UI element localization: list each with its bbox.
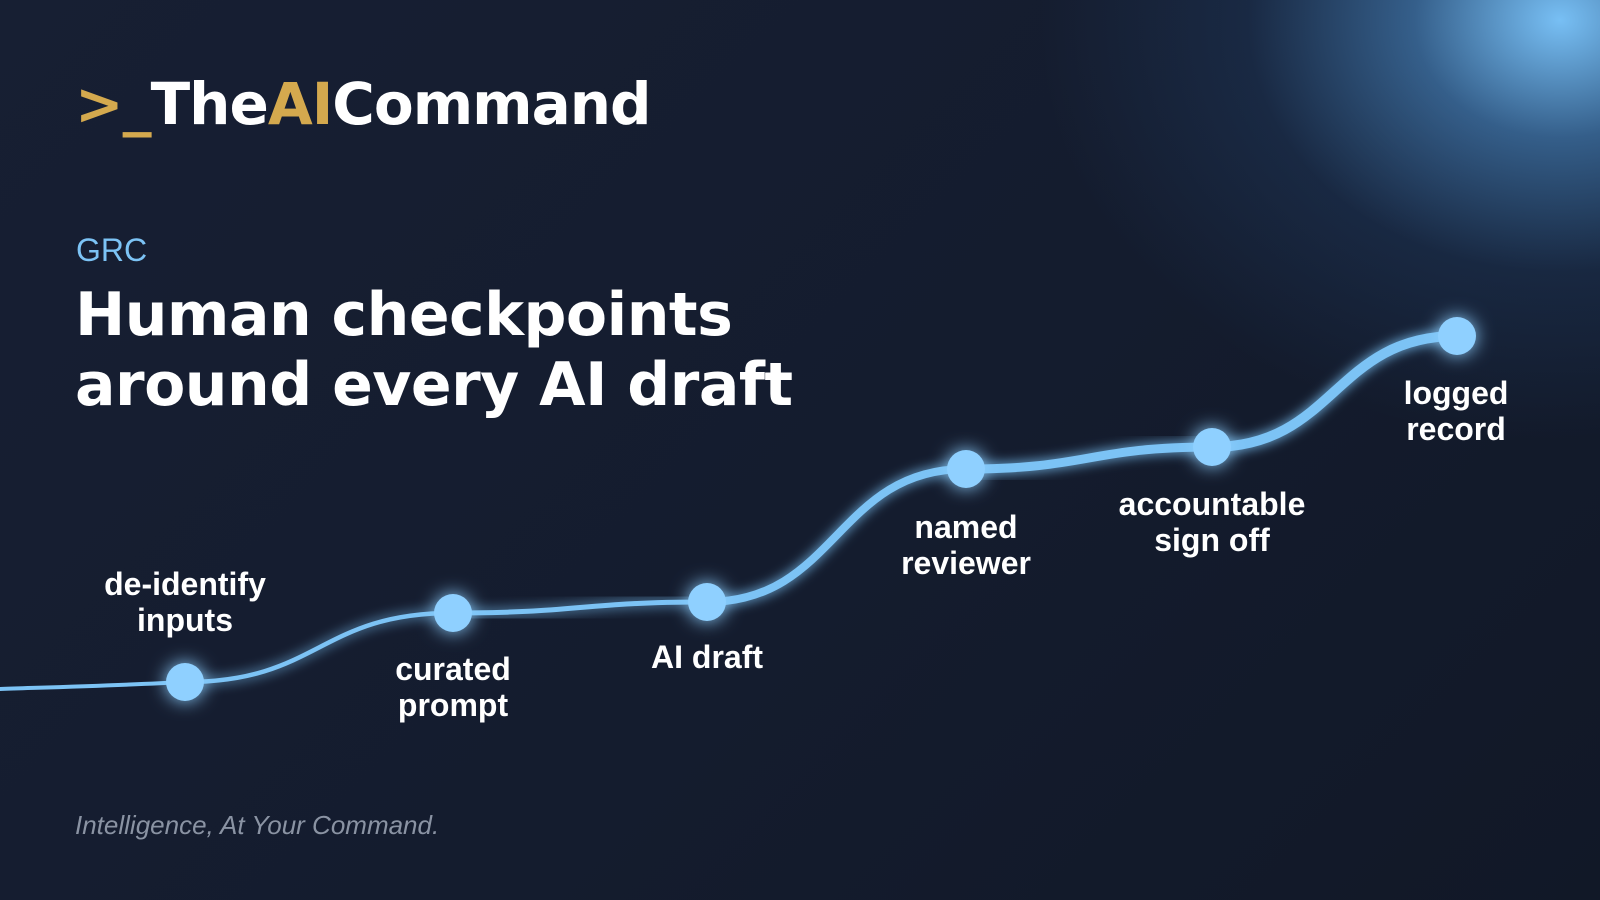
path-segment bbox=[182, 610, 456, 685]
title-line-1: Human checkpoints bbox=[75, 280, 733, 350]
checkpoint-node bbox=[166, 663, 204, 701]
checkpoint-label-line: accountable bbox=[1119, 486, 1306, 522]
path-segment bbox=[1207, 331, 1462, 452]
checkpoint-label-line: reviewer bbox=[901, 545, 1031, 581]
checkpoint-label-line: prompt bbox=[398, 687, 509, 723]
checkpoint-label-line: named bbox=[914, 509, 1017, 545]
page-title: Human checkpoints around every AI draft bbox=[75, 280, 793, 420]
checkpoint-nodes bbox=[166, 317, 1476, 701]
checkpoint-label-line: sign off bbox=[1154, 522, 1270, 558]
checkpoint-node bbox=[1438, 317, 1476, 355]
checkpoint-label-line: de-identify bbox=[104, 566, 266, 602]
checkpoint-node bbox=[434, 594, 472, 632]
checkpoint-node bbox=[688, 583, 726, 621]
checkpoint-label: AI draft bbox=[651, 639, 763, 675]
logo-prompt-glyph: >_ bbox=[75, 70, 152, 138]
checkpoint-node bbox=[1193, 428, 1231, 466]
checkpoint-label-line: record bbox=[1406, 411, 1506, 447]
tagline: Intelligence, At Your Command. bbox=[75, 810, 440, 840]
checkpoint-label-line: curated bbox=[395, 651, 511, 687]
path-segment bbox=[450, 599, 710, 616]
path-lead-in bbox=[0, 680, 187, 691]
path-segment bbox=[961, 442, 1217, 474]
checkpoint-label-line: inputs bbox=[137, 602, 233, 638]
path-segment bbox=[703, 465, 970, 606]
brand-logo: >_TheAICommand bbox=[75, 70, 652, 138]
logo-text-ai: AI bbox=[267, 70, 333, 138]
path-segments bbox=[0, 331, 1462, 691]
title-line-2: around every AI draft bbox=[75, 350, 793, 420]
logo-text-the: The bbox=[150, 70, 269, 138]
logo-text-command: Command bbox=[332, 70, 651, 138]
checkpoint-label-line: logged bbox=[1404, 375, 1509, 411]
category-label: GRC bbox=[76, 232, 148, 268]
checkpoint-label-line: AI draft bbox=[651, 639, 763, 675]
checkpoint-node bbox=[947, 450, 985, 488]
